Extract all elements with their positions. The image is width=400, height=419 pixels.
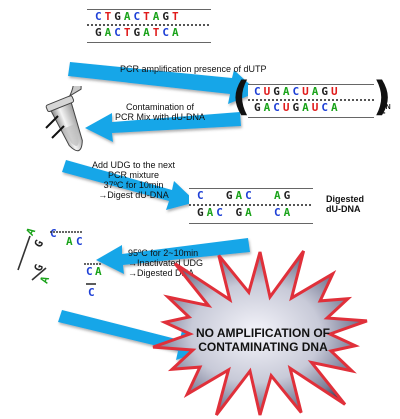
nucleotide: G (133, 26, 144, 39)
nucleotide (216, 189, 226, 202)
nucleotide: C (197, 189, 207, 202)
nucleotide: A (331, 101, 341, 114)
nucleotide: A (245, 206, 255, 219)
nucleotide: A (283, 206, 294, 219)
nucleotide: A (311, 85, 322, 98)
nucleotide: G (197, 206, 207, 219)
bracket-right: ) (373, 74, 392, 120)
nucleotide (264, 206, 274, 219)
nucleotide (255, 189, 265, 202)
nucleotide: T (104, 10, 115, 23)
amplified-dna-top: CUGACUAGU (254, 86, 341, 98)
nucleotide: A (172, 26, 182, 39)
nucleotide: A (235, 189, 246, 202)
nucleotide: C (95, 10, 105, 23)
nucleotide: C (162, 26, 172, 39)
nucleotide (255, 206, 265, 219)
template-dna-bottom: GACTGATCA (95, 27, 182, 39)
nucleotide: G (225, 189, 236, 202)
nucleotide: A (143, 26, 153, 39)
nucleotide: G (114, 10, 124, 23)
nucleotide: C (273, 101, 283, 114)
arrow-contamination (85, 112, 241, 142)
fragment-base: C (86, 265, 93, 278)
nucleotide: A (282, 85, 293, 98)
nucleotide (264, 189, 274, 202)
amplified-dna-box (248, 84, 374, 118)
amplified-dna-bottom: GACUGAUCA (254, 102, 341, 114)
arrow-udg (62, 160, 196, 210)
fragment-base: C (50, 227, 57, 240)
nucleotide: U (302, 85, 312, 98)
arrow-pcr (68, 62, 258, 104)
template-dna-top: CTGACTAGT (95, 11, 182, 23)
digested-dna-top: C GAC AG (197, 190, 293, 202)
arrow-heat (96, 238, 250, 274)
nucleotide: C (254, 85, 264, 98)
nucleotide: U (263, 85, 274, 98)
bracket-left: ( (232, 74, 251, 120)
digested-label: Digested dU-DNA (326, 194, 365, 214)
fragment-base: C (76, 235, 83, 248)
nucleotide: U (282, 101, 293, 114)
nucleotide: C (274, 206, 284, 219)
nucleotide (226, 206, 236, 219)
nucleotide: G (235, 206, 246, 219)
nucleotide: G (254, 101, 264, 114)
nucleotide: A (263, 101, 274, 114)
pcr-label: PCR amplification presence of dUTP (120, 64, 267, 74)
nucleotide: C (245, 189, 255, 202)
digested-dna-bottom: GAC GA CA (197, 207, 293, 219)
pcr-tube-icon (45, 86, 83, 152)
nucleotide: C (133, 10, 144, 23)
nucleotide: U (331, 85, 341, 98)
nucleotide: C (114, 26, 124, 39)
nucleotide: G (95, 26, 105, 39)
nucleotide: T (123, 26, 134, 39)
digested-dna-box (189, 188, 313, 224)
nucleotide: A (123, 10, 134, 23)
nucleotide: A (274, 189, 284, 202)
nucleotide: T (143, 10, 153, 23)
fragment-backbones (17, 231, 102, 285)
nucleotide: T (152, 26, 163, 39)
contamination-label: Contamination of PCR Mix with dU-DNA (115, 102, 206, 122)
nucleotide: G (162, 10, 172, 23)
nucleotide: C (216, 206, 226, 219)
template-dna-box (87, 9, 211, 43)
udg-label: Add UDG to the next PCR mixture 37ºC for… (92, 160, 176, 200)
nucleotide: G (292, 101, 303, 114)
result-label: NO AMPLIFICATION OF CONTAMINATING DNA (196, 326, 330, 354)
starburst-icon (152, 250, 368, 416)
nucleotide (207, 189, 217, 202)
amplification-power: 2N (380, 104, 391, 117)
nucleotide: A (206, 206, 217, 219)
nucleotide: G (321, 85, 331, 98)
nucleotide: G (273, 85, 283, 98)
nucleotide: G (283, 189, 294, 202)
nucleotide: T (172, 10, 182, 23)
nucleotide: C (292, 85, 303, 98)
nucleotide: A (152, 10, 163, 23)
nucleotide: A (302, 101, 312, 114)
nucleotide: U (311, 101, 322, 114)
nucleotide: A (104, 26, 115, 39)
fragment-base: A (66, 235, 73, 248)
fragment-base: C (88, 286, 95, 299)
nucleotide: C (321, 101, 331, 114)
fragment-base: A (95, 265, 102, 278)
